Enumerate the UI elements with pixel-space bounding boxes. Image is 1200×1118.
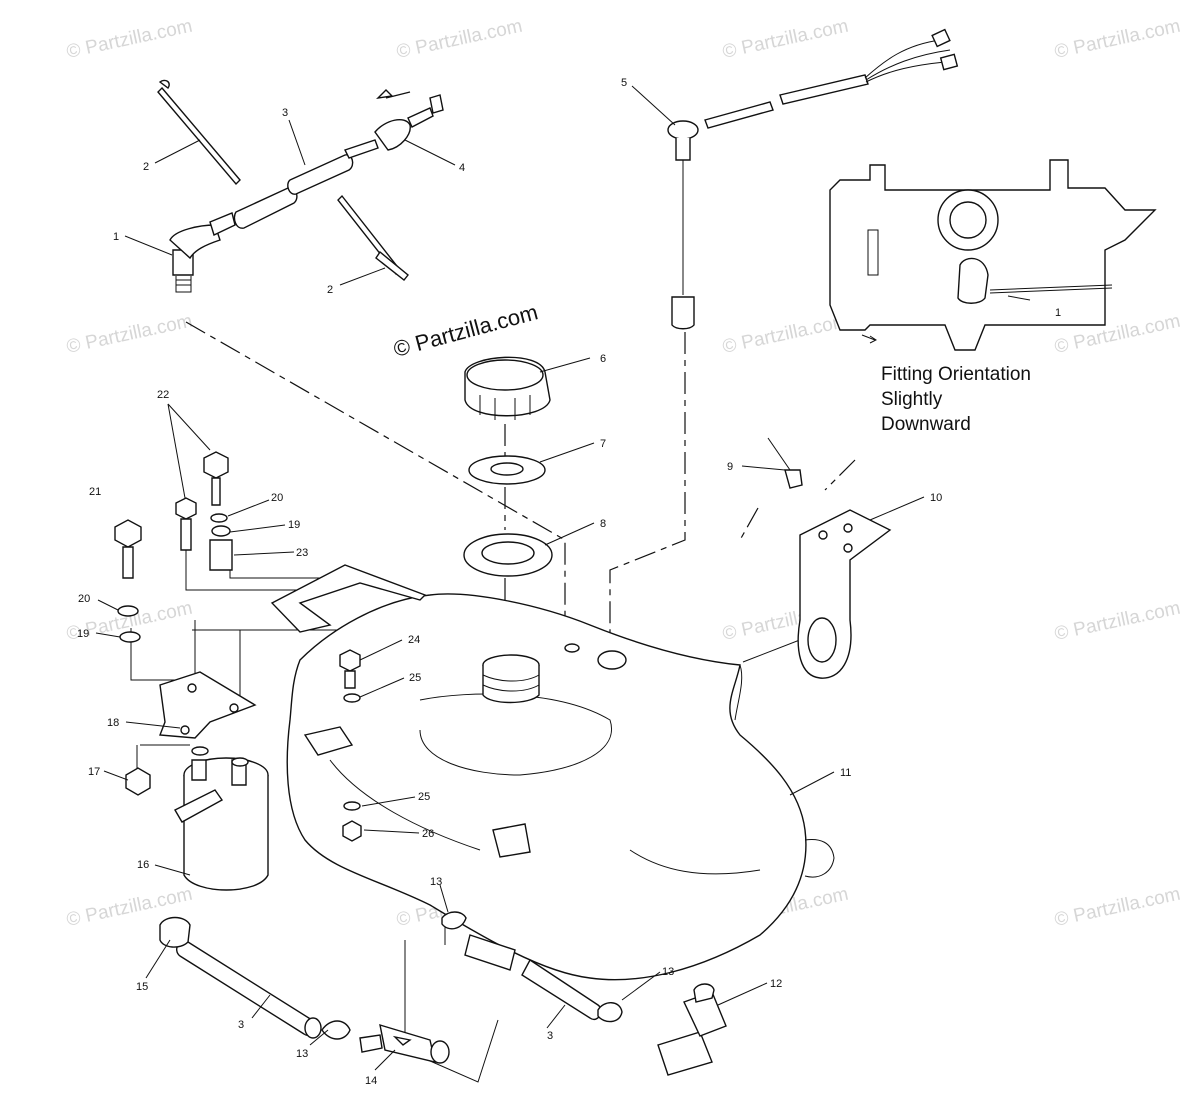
- callout-18: 18: [107, 717, 119, 729]
- callout-13: 13: [662, 966, 674, 978]
- callout-6: 6: [600, 353, 606, 365]
- callout-4: 4: [459, 162, 465, 174]
- inset-fitting-orientation: 1: [829, 159, 1157, 351]
- main-watermark: © Partzilla.com: [391, 299, 541, 362]
- note-line-1: Fitting Orientation: [881, 364, 1031, 385]
- callout-20: 20: [271, 492, 283, 504]
- watermark: © Partzilla.com: [395, 16, 525, 63]
- callout-2: 2: [143, 161, 149, 173]
- vent-assembly: [157, 79, 444, 293]
- gasket-hole: [490, 462, 524, 476]
- callout-14: 14: [365, 1075, 377, 1087]
- callout-21: 21: [89, 486, 101, 498]
- callout-5: 5: [621, 77, 627, 89]
- fuel-tank: [286, 593, 835, 981]
- watermark: © Partzilla.com: [721, 16, 851, 63]
- fuel-filter-canister: [174, 746, 269, 891]
- callout-20: 20: [78, 593, 90, 605]
- callout-1: 1: [113, 231, 119, 243]
- callout-3: 3: [238, 1019, 244, 1031]
- callout-10: 10: [930, 492, 942, 504]
- watermark: © Partzilla.com: [1053, 16, 1183, 63]
- watermark: © Partzilla.com: [65, 311, 195, 358]
- leader-lines: [95, 85, 925, 1071]
- callout-23: 23: [296, 547, 308, 559]
- callout-labels: 1 2 2 3 4 5 6 7 8 9 10 11 12 13 13 13 13…: [77, 77, 942, 1087]
- callout-2: 2: [327, 284, 333, 296]
- callout-19: 19: [77, 628, 89, 640]
- callout-22: 22: [157, 389, 169, 401]
- fuel-sender: [667, 28, 959, 330]
- watermark: © Partzilla.com: [721, 311, 851, 358]
- inset-callout: 1: [1055, 307, 1061, 319]
- callout-3: 3: [282, 107, 288, 119]
- hardware: [114, 451, 427, 842]
- callout-19: 19: [288, 519, 300, 531]
- mount-bracket: [767, 437, 892, 679]
- fuel-lines: [159, 911, 727, 1076]
- seal-hole: [481, 541, 535, 565]
- watermark: © Partzilla.com: [65, 16, 195, 63]
- callout-8: 8: [600, 518, 606, 530]
- callout-15: 15: [136, 981, 148, 993]
- callout-9: 9: [727, 461, 733, 473]
- callout-13: 13: [430, 876, 442, 888]
- callout-25: 25: [418, 791, 430, 803]
- watermark: © Partzilla.com: [1053, 884, 1183, 931]
- note-line-2: Slightly: [881, 389, 943, 410]
- fitting-orientation-note: Fitting Orientation Slightly Downward: [881, 362, 1121, 437]
- watermark: © Partzilla.com: [1053, 598, 1183, 645]
- callout-16: 16: [137, 859, 149, 871]
- callout-3: 3: [547, 1030, 553, 1042]
- callout-7: 7: [600, 438, 606, 450]
- note-line-3: Downward: [881, 414, 971, 435]
- callout-26: 26: [422, 828, 434, 840]
- fuel-cap: [464, 356, 551, 420]
- callout-25: 25: [409, 672, 421, 684]
- callout-17: 17: [88, 766, 100, 778]
- callout-13: 13: [296, 1048, 308, 1060]
- callout-11: 11: [840, 767, 851, 779]
- callout-24: 24: [408, 634, 420, 646]
- callout-12: 12: [770, 978, 782, 990]
